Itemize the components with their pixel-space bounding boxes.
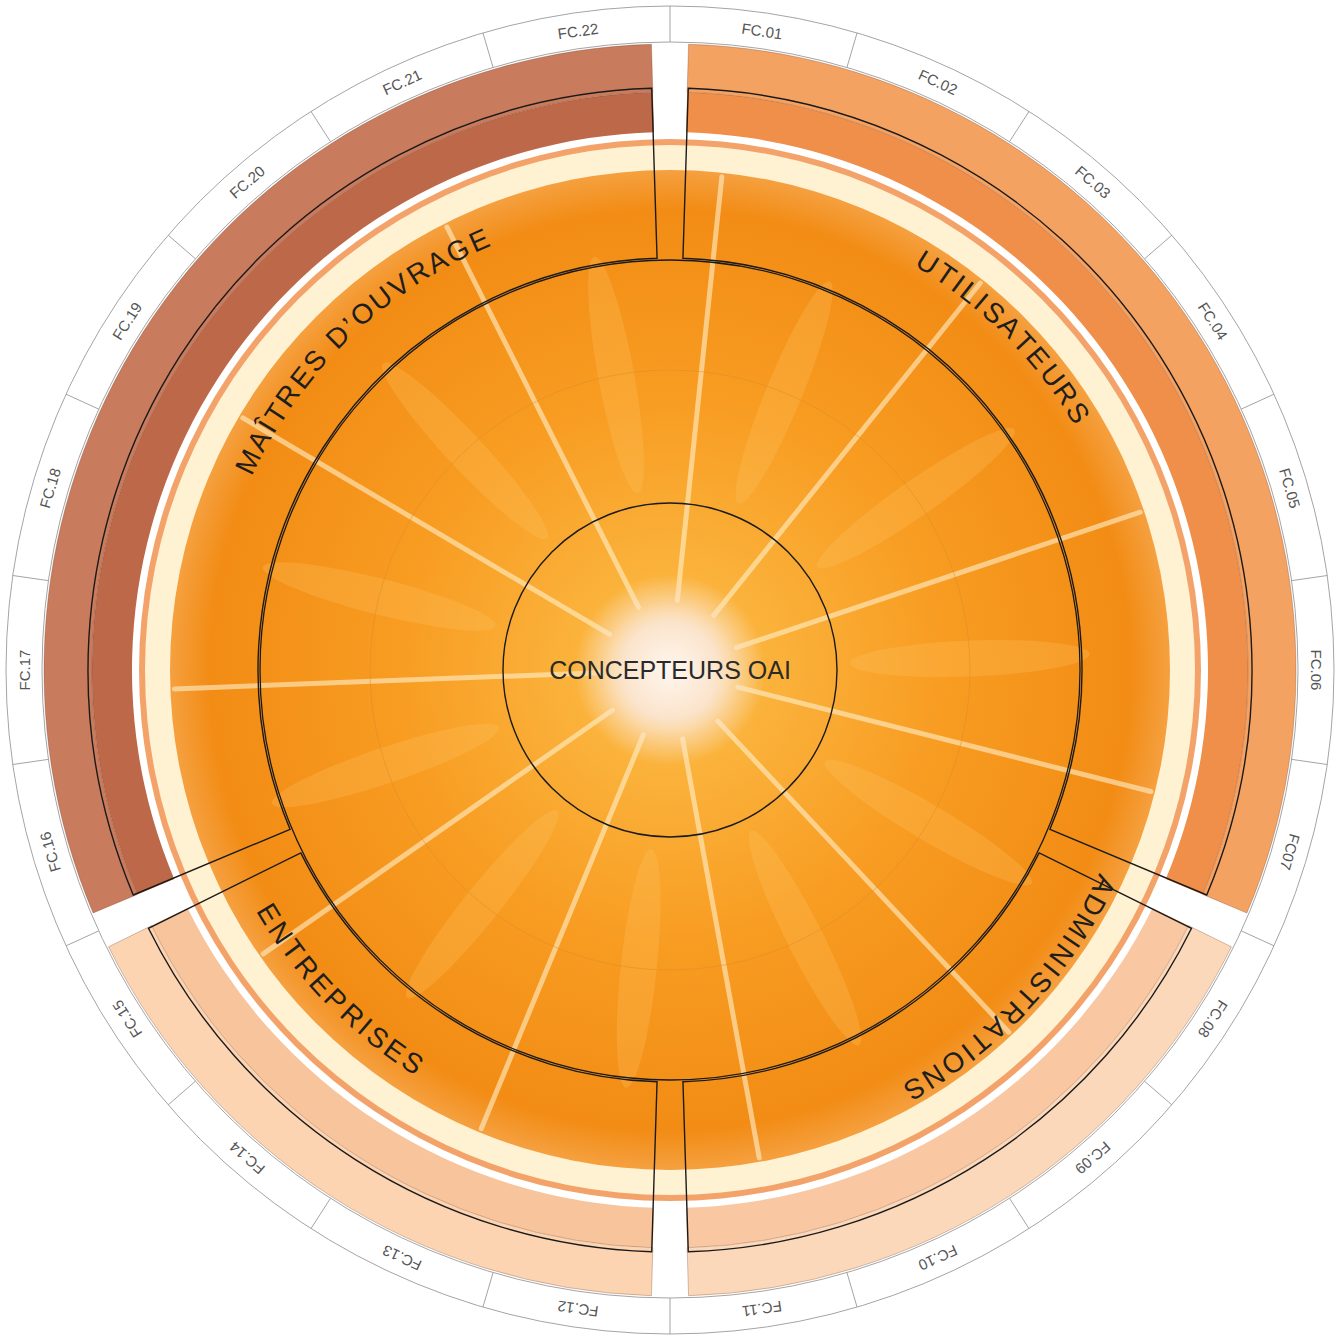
- fc-code: FC07: [1277, 832, 1302, 871]
- fc-code: FC.06: [1309, 650, 1324, 691]
- segment-membrane: [481, 735, 643, 1129]
- orange-pulp: [170, 170, 1170, 1170]
- ring-tick: [1010, 111, 1029, 141]
- label-ring: [6, 6, 1334, 1334]
- fc-code: FC.03: [1073, 163, 1114, 201]
- orange-peel: [139, 139, 1201, 1201]
- ring-tick: [483, 1273, 493, 1308]
- ring-tick: [483, 33, 493, 68]
- center-label: CONCEPTEURS OAI: [549, 656, 791, 685]
- segment-membrane: [174, 673, 600, 689]
- ring-tick: [66, 931, 99, 946]
- ring-tick: [311, 111, 330, 141]
- sector-border: [88, 88, 657, 895]
- fc-code: FC.17: [17, 650, 32, 691]
- segment-membrane: [263, 710, 612, 954]
- fc-code: FC.15: [109, 998, 144, 1040]
- sector-border: [148, 853, 657, 1252]
- fc-code: FC.21: [380, 67, 423, 98]
- ring-inner: [42, 42, 1298, 1298]
- segment-membrane: [243, 418, 610, 634]
- fc-code: FC.04: [1196, 300, 1231, 342]
- ring-tick: [1145, 235, 1172, 259]
- segment-membrane: [714, 283, 981, 615]
- ring-tick: [670, 1298, 671, 1334]
- ring-tick: [66, 394, 99, 409]
- ring-tick: [1292, 759, 1328, 764]
- ring-tick: [1241, 931, 1274, 946]
- fc-code: FC.11: [741, 1299, 782, 1320]
- circle-border: [503, 503, 837, 837]
- ring-tick: [1145, 1081, 1172, 1105]
- fc-code: FC.10: [917, 1242, 960, 1273]
- ring-tick: [13, 576, 49, 581]
- ring-tick: [670, 6, 671, 42]
- fc-code: FC.19: [109, 300, 144, 342]
- group-bands: [44, 44, 1296, 1295]
- ring-tick: [311, 1198, 330, 1228]
- fc-code: FC.14: [227, 1139, 268, 1177]
- fc-code: FC.13: [380, 1242, 423, 1273]
- sector-border: [683, 853, 1192, 1252]
- fc-code: FC.16: [37, 830, 63, 873]
- ring-tick: [847, 33, 857, 68]
- ring-tick: [168, 1081, 195, 1105]
- ring-tick: [1241, 394, 1274, 409]
- ring-tick: [847, 1273, 857, 1308]
- ring-outer: [6, 6, 1334, 1334]
- center-circle: CONCEPTEURS OAI: [502, 502, 838, 838]
- faint-circle: [370, 370, 970, 970]
- fc-code: FC.18: [37, 466, 63, 509]
- orange-rind: [145, 145, 1195, 1195]
- fc-code: FC.08: [1196, 998, 1231, 1040]
- ring-tick: [1010, 1198, 1029, 1228]
- fc-code: FC.01: [741, 20, 784, 41]
- segment-membrane: [683, 739, 760, 1158]
- fc-code: FC.05: [1277, 466, 1303, 509]
- ring-tick: [168, 235, 195, 259]
- inner-circle: [260, 260, 1080, 1080]
- fc-code: FC.20: [227, 163, 268, 201]
- fc-code: FC.12: [557, 1299, 600, 1320]
- sector-border: [683, 88, 1252, 895]
- fc-code: FC.22: [557, 20, 600, 41]
- ring-tick: [1292, 576, 1328, 581]
- orange-segments: [174, 177, 1151, 1158]
- fc-code: FC.02: [917, 67, 960, 98]
- ring-tick: [13, 759, 49, 764]
- fc-code: FC.09: [1073, 1139, 1114, 1177]
